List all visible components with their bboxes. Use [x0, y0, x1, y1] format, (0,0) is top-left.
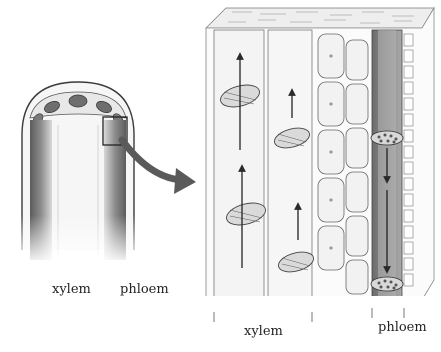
- stem-xylem-label: xylem: [52, 282, 91, 297]
- xylem-vessel: [214, 30, 264, 298]
- vascular-bundle: [69, 95, 87, 107]
- magnify-arrow-head: [174, 168, 196, 194]
- tissue-detail: [204, 8, 438, 306]
- stem-phloem-label: phloem: [120, 282, 169, 297]
- parenchyma-cells: [318, 34, 368, 294]
- tissue-top-surface: [206, 8, 434, 28]
- detail-phloem-label: phloem: [378, 320, 427, 335]
- label-ticks: [214, 308, 404, 322]
- stem-illustration: [15, 82, 145, 265]
- detail-xylem-label: xylem: [244, 324, 283, 339]
